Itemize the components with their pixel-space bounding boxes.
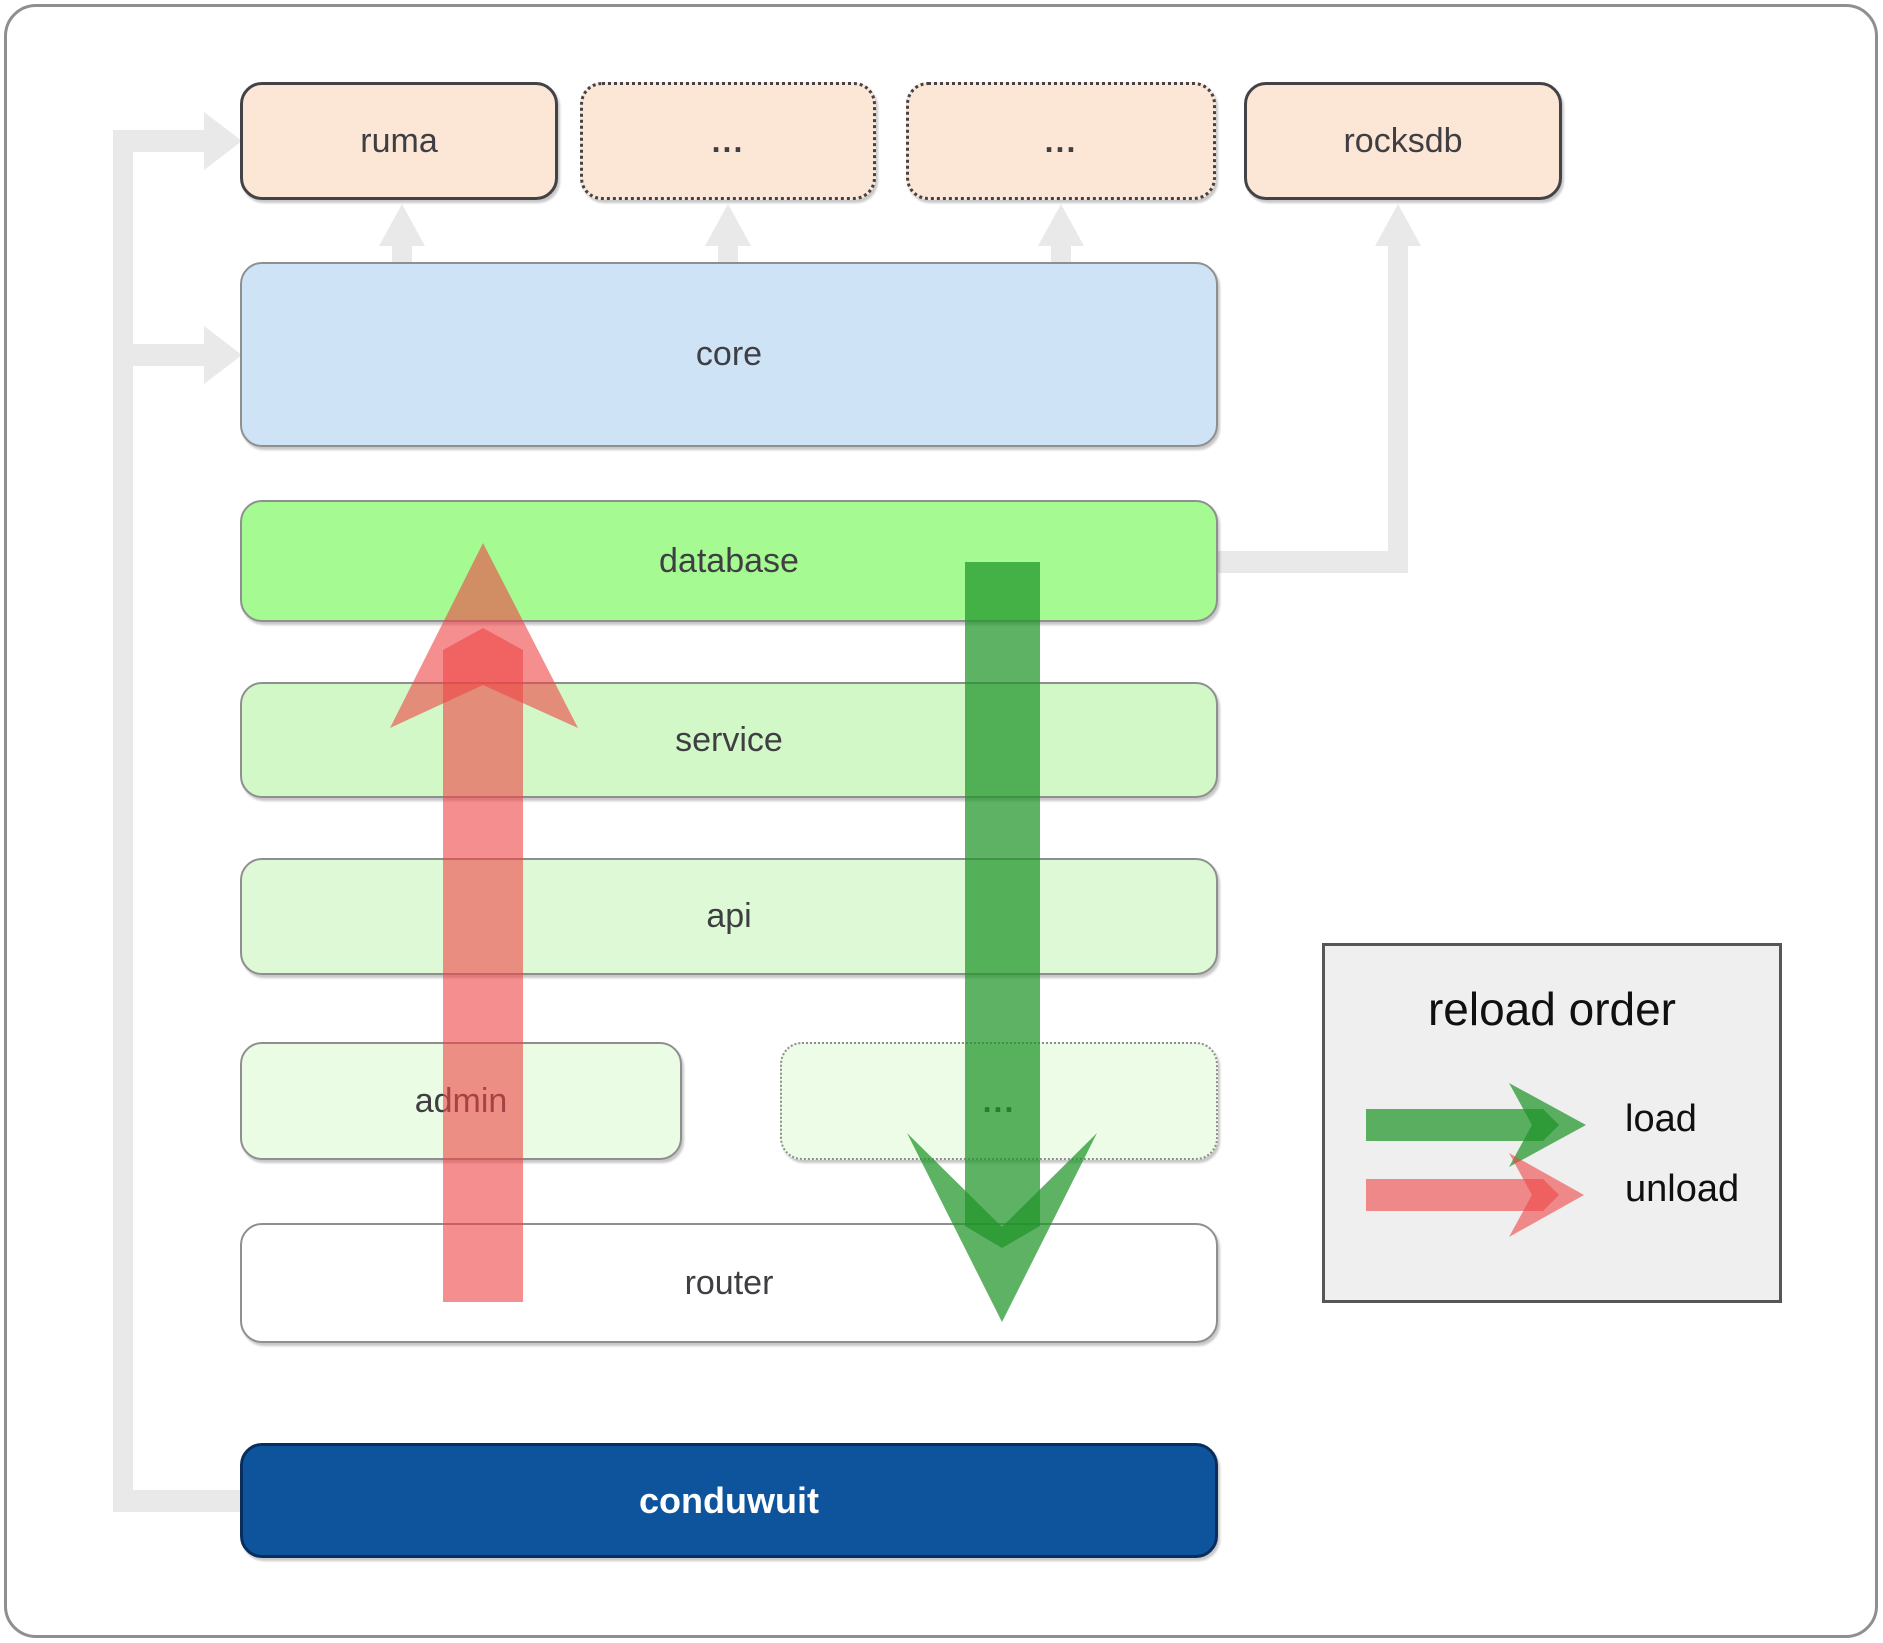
- database-to-rocksdb-arm: [1218, 551, 1408, 573]
- box-api: api: [240, 858, 1218, 975]
- database-to-rocksdb-line: [1388, 246, 1408, 573]
- box-core-label: core: [695, 335, 763, 373]
- box-dependency-other-2-label: ...: [1044, 122, 1078, 159]
- box-rocksdb-label: rocksdb: [1343, 121, 1463, 160]
- box-ruma-label: ruma: [360, 121, 438, 160]
- box-crate-other-label: ...: [982, 1082, 1016, 1119]
- core-to-ruma-arrowhead-icon: [379, 204, 425, 246]
- box-dependency-other-1-label: ...: [711, 122, 745, 159]
- box-admin-label: admin: [414, 1081, 508, 1120]
- conduwuit-elbow-arm: [113, 1490, 242, 1512]
- legend-title: reload order: [1427, 983, 1677, 1035]
- box-core: core: [240, 262, 1218, 447]
- core-arm-line: [113, 344, 205, 366]
- core-to-deps2-line: [1051, 246, 1071, 263]
- legend-unload-label: unload: [1625, 1168, 1740, 1210]
- core-to-deps1-arrowhead-icon: [705, 204, 751, 246]
- box-service-label: service: [675, 720, 783, 759]
- core-to-deps1-line: [718, 246, 738, 263]
- core-to-ruma-line: [392, 246, 412, 263]
- box-ruma: ruma: [240, 82, 558, 200]
- box-router: router: [240, 1223, 1218, 1343]
- box-conduwuit-label: conduwuit: [639, 1479, 819, 1521]
- box-database-label: database: [659, 541, 799, 580]
- ruma-arm-line: [113, 130, 205, 152]
- legend-arrow-graphics: [1366, 1083, 1586, 1237]
- rocksdb-arrowhead-icon: [1375, 204, 1421, 246]
- box-admin: admin: [240, 1042, 682, 1160]
- box-service: service: [240, 682, 1218, 798]
- box-database: database: [240, 500, 1218, 622]
- box-api-label: api: [706, 897, 752, 935]
- box-dependency-other-2: ...: [906, 82, 1216, 200]
- legend-load-arrow-shaft: [1366, 1109, 1559, 1141]
- core-arrowhead-icon: [204, 326, 242, 384]
- legend-unload-arrow-shaft: [1366, 1179, 1559, 1211]
- conduwuit-trunk-line: [113, 130, 133, 1512]
- legend-load-arrow-head-icon: [1509, 1083, 1586, 1167]
- box-rocksdb: rocksdb: [1244, 82, 1562, 200]
- box-crate-other: ...: [780, 1042, 1218, 1160]
- ruma-arrowhead-icon: [204, 112, 242, 170]
- legend-load-label: load: [1625, 1098, 1697, 1140]
- box-conduwuit: conduwuit: [240, 1443, 1218, 1558]
- core-to-deps2-arrowhead-icon: [1038, 204, 1084, 246]
- legend-unload-arrow-head-icon: [1509, 1153, 1584, 1237]
- legend: reload order load unload: [1322, 943, 1782, 1303]
- box-router-label: router: [684, 1263, 774, 1302]
- box-dependency-other-1: ...: [580, 82, 876, 200]
